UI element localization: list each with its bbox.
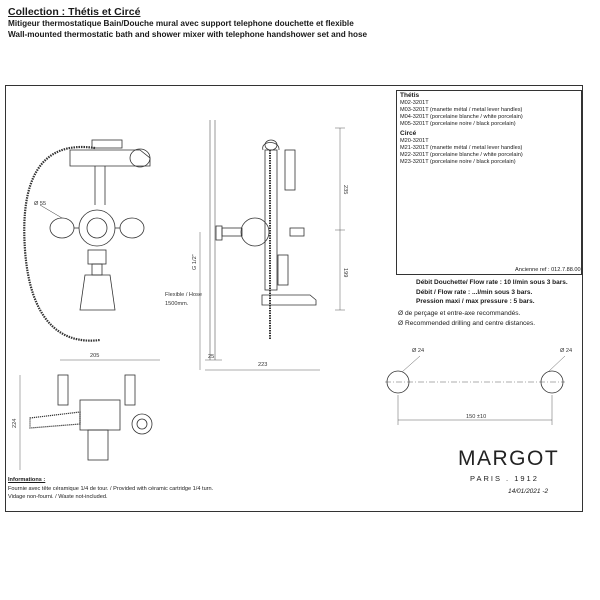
- circe-heading: Circé: [400, 130, 417, 137]
- circe-item: M23-3201T (porcelaine noire / black porc…: [400, 159, 516, 165]
- title-en: Wall-mounted thermostatic bath and showe…: [8, 30, 368, 39]
- spec-line: Débit / Flow rate : ...l/min sous 3 bars…: [416, 288, 533, 296]
- thetis-heading: Thétis: [400, 92, 420, 99]
- dim-thread: G 1/2": [192, 254, 198, 270]
- dim-224: 224: [12, 419, 18, 428]
- drill-d2: Ø 24: [560, 348, 572, 354]
- thetis-item: M02-3201T: [400, 100, 429, 106]
- spec-line: Pression maxi / max pressure : 5 bars.: [416, 298, 535, 305]
- dim-hose-label-2: 1500mm.: [165, 301, 189, 307]
- circe-item: M22-3201T (porcelaine blanche / white po…: [400, 152, 523, 158]
- drill-spacing: 150 ±10: [466, 414, 486, 420]
- left-handle: [49, 217, 75, 239]
- info-line: Fournie avec tête céramique 1/4 de tour.…: [8, 485, 214, 492]
- circe-item: M20-3201T: [400, 138, 429, 144]
- thetis-item: M03-3201T (manette métal / metal lever h…: [400, 107, 523, 113]
- dim-hose-label-1: Flexible / Hose: [165, 292, 202, 298]
- drilling-note-fr: Ø de perçage et entre-axe recommandés.: [398, 310, 521, 317]
- dim-25: 25: [208, 354, 214, 360]
- dim-handle-dia: Ø 55: [34, 201, 46, 207]
- info-heading: Informations :: [8, 477, 46, 483]
- revision-date: 14/01/2021 -2: [508, 488, 549, 495]
- spout: [79, 274, 116, 311]
- hose-loop: [23, 145, 101, 342]
- title-fr: Mitigeur thermostatique Bain/Douche mura…: [8, 19, 354, 28]
- info-block: Informations : Fournie avec tête céramiq…: [8, 476, 213, 502]
- info-line: Vidage non-fourni. / Waste not-included.: [8, 494, 108, 500]
- handshower: [69, 149, 151, 167]
- thetis-item: M05-3201T (porcelaine noire / black porc…: [400, 121, 516, 127]
- dim-199: 199: [342, 268, 348, 277]
- drilling-note-en: Ø Recommended drilling and centre distan…: [398, 320, 536, 327]
- dim-223: 223: [258, 362, 267, 368]
- circe-item: M21-3201T (manette métal / metal lever h…: [400, 145, 523, 151]
- specs-block: Débit Douchette/ Flow rate : 10 l/min so…: [416, 278, 568, 307]
- drill-d1: Ø 24: [412, 348, 424, 354]
- dim-205: 205: [90, 353, 99, 359]
- spec-line: Débit Douchette/ Flow rate : 10 l/min so…: [416, 279, 568, 286]
- brand-subtitle: PARIS . 1912: [470, 474, 539, 483]
- old-reference: Ancienne ref : 012.7.88.00: [515, 267, 581, 273]
- brand-logo: MARGOT: [458, 447, 560, 470]
- collection-title: Collection : Thétis et Circé: [8, 6, 141, 18]
- dim-235: 235: [342, 185, 348, 194]
- right-handle: [119, 217, 145, 239]
- reference-box: Thétis M02-3201T M03-3201T (manette méta…: [396, 90, 582, 275]
- thetis-item: M04-3201T (porcelaine blanche / white po…: [400, 114, 523, 120]
